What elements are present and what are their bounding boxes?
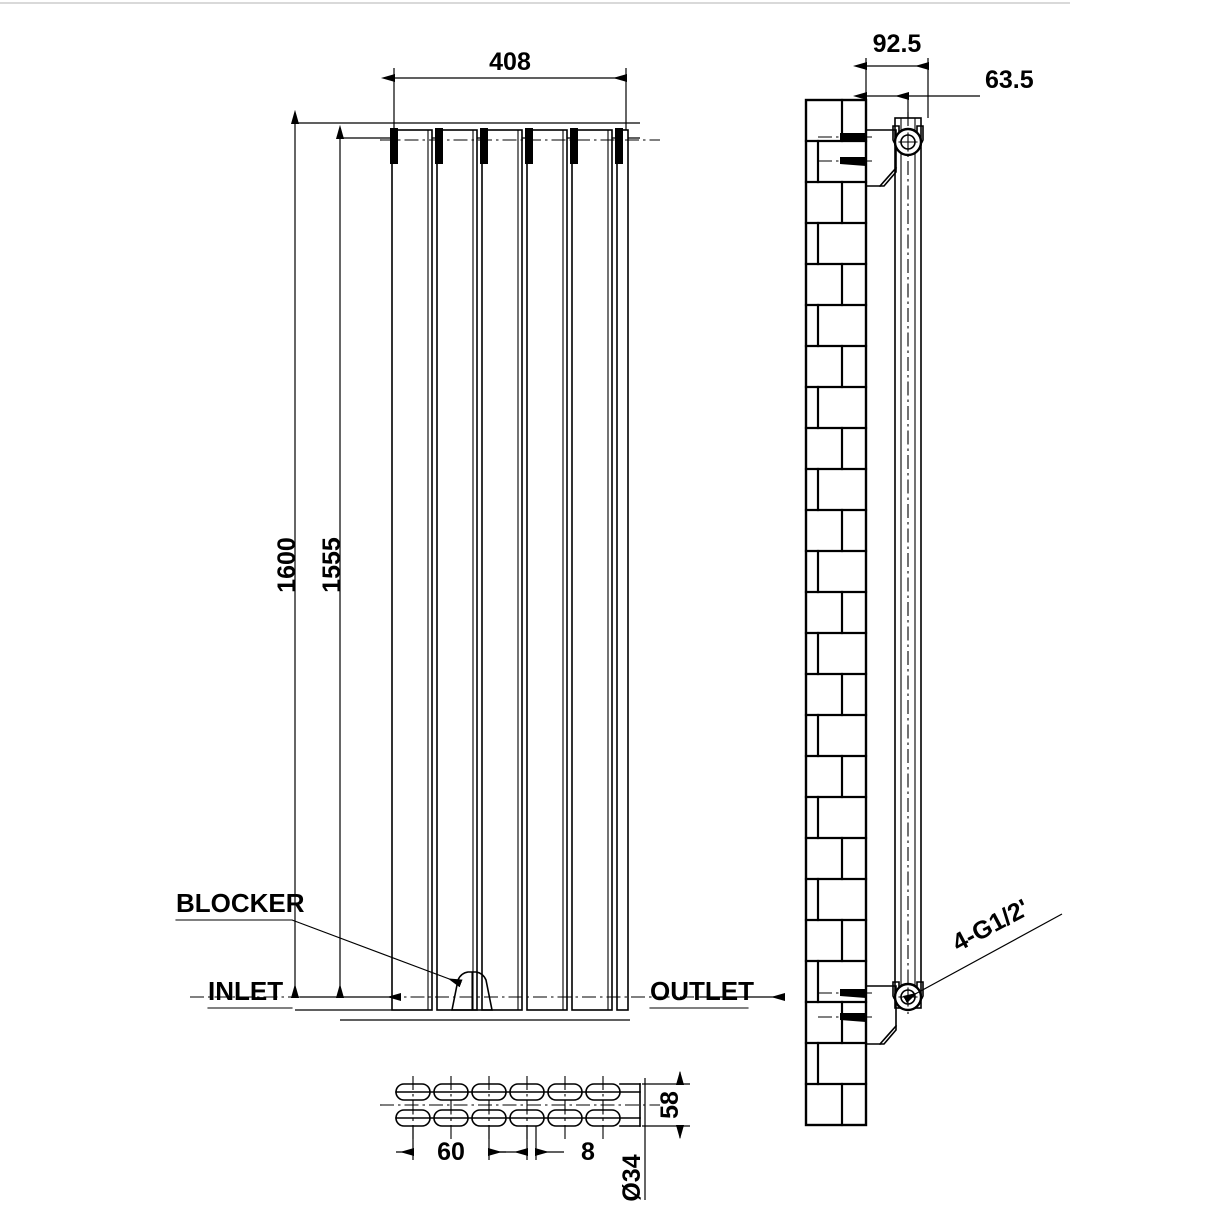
blocker-detail: [451, 971, 493, 1011]
radiator-fin: [390, 128, 433, 1011]
radiator-fin: [480, 128, 523, 1011]
radiator-fin: [435, 128, 478, 1011]
label-outlet: OUTLET: [650, 976, 754, 1006]
wall-anchor-screw: [818, 133, 872, 142]
dimension-height-1555: 1555: [318, 124, 346, 999]
radiator-fin-group: [390, 128, 629, 1011]
dimension-label-gap: 8: [581, 1138, 595, 1166]
radiator-fin: [615, 128, 629, 1011]
dimension-width-408: 408: [380, 48, 628, 135]
dimension-bracket-offset-63-5: 63.5: [852, 66, 1034, 126]
wall-anchor-screw: [818, 1013, 872, 1022]
dimension-depth-58: 58: [642, 1070, 690, 1140]
dimension-height-1600: 1600: [273, 109, 301, 999]
tube-section-group: [395, 1076, 621, 1140]
plan-manifold-body: [380, 1083, 660, 1127]
dimension-connector-dia: Ø34: [618, 1078, 646, 1202]
radiator-fin: [570, 128, 613, 1011]
front-elevation-view: 408 1600 1555: [175, 48, 786, 1021]
wall-bracket-top: [818, 125, 924, 188]
dimension-gap-8: 8: [500, 1126, 595, 1166]
label-blocker: BLOCKER: [176, 888, 305, 918]
dimension-label-connector-dia: Ø34: [618, 1154, 646, 1201]
dimension-label-width: 408: [489, 48, 531, 76]
label-inlet: INLET: [208, 976, 283, 1006]
connection-spec-leader: 4-G1/2': [902, 894, 1063, 1004]
side-section-view: 92.5 63.5: [804, 30, 1063, 1127]
dimension-label-bracket-offset: 63.5: [985, 66, 1034, 94]
dimension-label-height-panel: 1555: [318, 537, 346, 593]
dimension-pitch-60: 60: [396, 1126, 506, 1166]
radiator-side-profile: [894, 112, 922, 1014]
wall-anchor-screw: [818, 989, 872, 998]
label-connection-spec: 4-G1/2': [948, 894, 1034, 957]
bottom-plan-view: 58 Ø34 60 8: [380, 1070, 690, 1202]
wall-anchor-screw: [818, 157, 872, 166]
dimension-projection-92-5: 92.5: [852, 30, 930, 132]
brick-wall-hatch: [804, 98, 868, 1127]
dimension-label-projection: 92.5: [873, 30, 922, 58]
dimension-label-pitch: 60: [437, 1138, 465, 1166]
dimension-label-height-overall: 1600: [273, 537, 301, 593]
dimension-label-depth: 58: [656, 1091, 684, 1119]
radiator-fin: [525, 128, 568, 1011]
blocker-leader: BLOCKER: [175, 888, 463, 988]
